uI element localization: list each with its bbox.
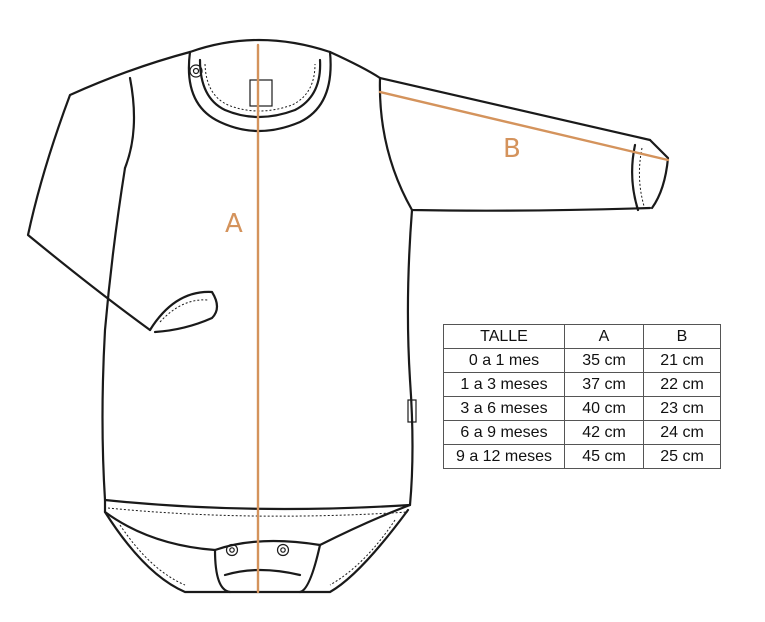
cell-a: 37 cm: [564, 372, 644, 397]
header-a: A: [564, 324, 644, 349]
size-chart-table: TALLE A B 0 a 1 mes 35 cm 21 cm 1 a 3 me…: [443, 324, 721, 469]
crotch-panel: [103, 508, 410, 594]
header-b: B: [643, 324, 721, 349]
cell-b: 25 cm: [643, 444, 721, 469]
cell-b: 21 cm: [643, 348, 721, 373]
cell-size: 6 a 9 meses: [443, 420, 565, 445]
cell-a: 35 cm: [564, 348, 644, 373]
neck-band: [187, 38, 332, 133]
shoulder-snap-icon: [189, 64, 203, 78]
cell-size: 9 a 12 meses: [443, 444, 565, 469]
cell-size: 1 a 3 meses: [443, 372, 565, 397]
cell-size: 3 a 6 meses: [443, 396, 565, 421]
table-row: 3 a 6 meses 40 cm 23 cm: [443, 396, 721, 421]
snap-right-icon: [276, 543, 290, 557]
measure-a-label: A: [225, 209, 243, 239]
cell-b: 22 cm: [643, 372, 721, 397]
cell-a: 45 cm: [564, 444, 644, 469]
cell-a: 42 cm: [564, 420, 644, 445]
cell-a: 40 cm: [564, 396, 644, 421]
snap-left-icon: [225, 543, 239, 557]
measure-b-label: B: [503, 134, 521, 164]
cell-b: 23 cm: [643, 396, 721, 421]
bodysuit-body: [101, 166, 417, 552]
table-header-row: TALLE A B: [443, 324, 721, 349]
label-tag: [249, 79, 273, 107]
table-row: 1 a 3 meses 37 cm 22 cm: [443, 372, 721, 397]
table-row: 0 a 1 mes 35 cm 21 cm: [443, 348, 721, 373]
left-sleeve: [26, 50, 219, 334]
right-sleeve: [328, 50, 670, 212]
table-row: 6 a 9 meses 42 cm 24 cm: [443, 420, 721, 445]
header-talle: TALLE: [443, 324, 565, 349]
cell-b: 24 cm: [643, 420, 721, 445]
measure-b-line: [378, 90, 670, 162]
table-row: 9 a 12 meses 45 cm 25 cm: [443, 444, 721, 469]
cell-size: 0 a 1 mes: [443, 348, 565, 373]
